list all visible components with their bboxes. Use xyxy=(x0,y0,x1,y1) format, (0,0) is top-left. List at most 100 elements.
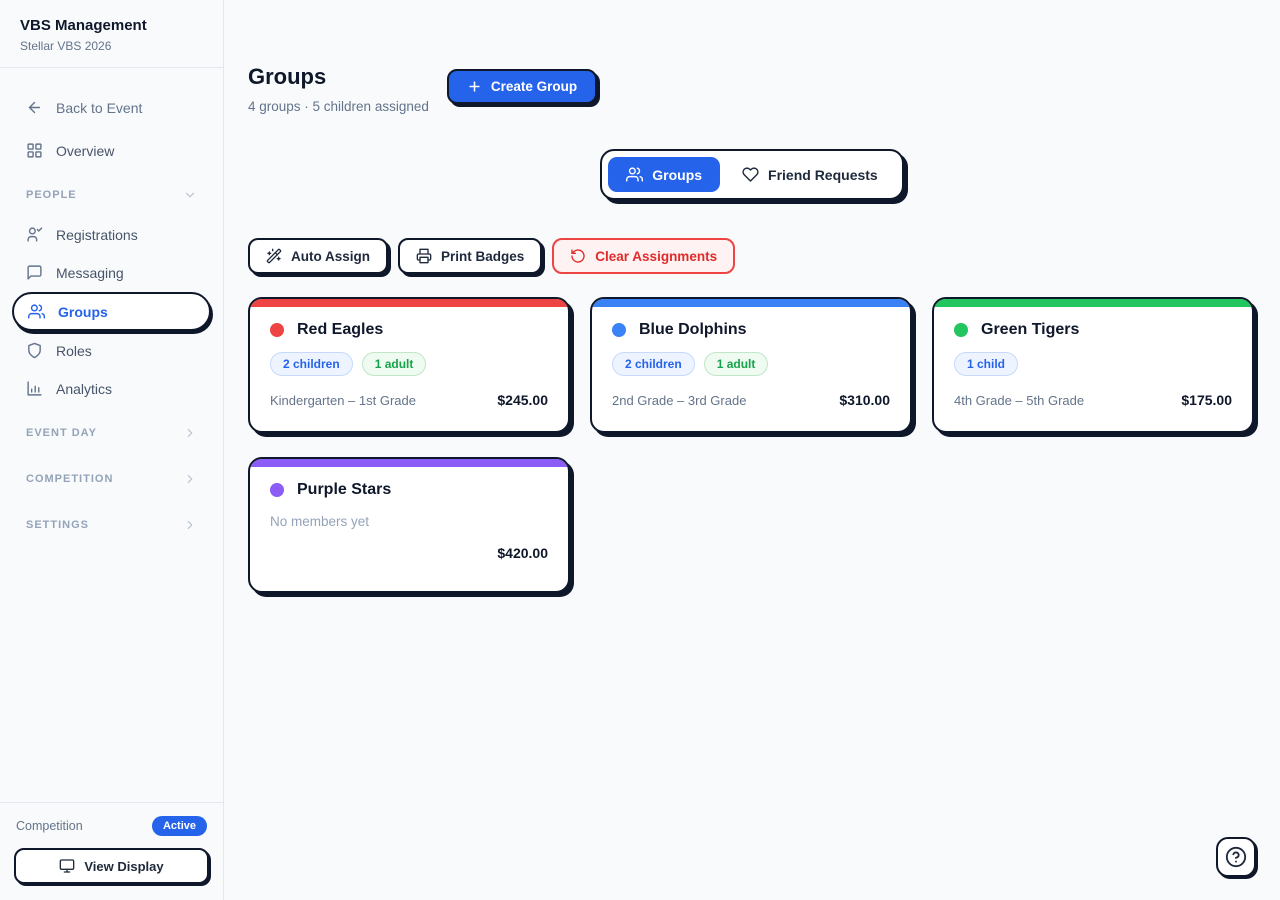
sidebar-section-people[interactable]: PEOPLE xyxy=(10,175,213,215)
back-to-event-label: Back to Event xyxy=(56,99,143,116)
print-badges-label: Print Badges xyxy=(441,248,525,264)
card-color-bar xyxy=(934,299,1252,307)
sidebar-item-label: Groups xyxy=(58,303,108,320)
view-display-label: View Display xyxy=(84,858,164,874)
sidebar-section-competition[interactable]: COMPETITION xyxy=(10,459,213,499)
sidebar-item-messaging[interactable]: Messaging xyxy=(12,254,211,291)
group-name: Green Tigers xyxy=(981,321,1080,338)
grade-range: Kindergarten – 1st Grade xyxy=(270,393,416,408)
users-icon xyxy=(28,303,45,320)
chevron-right-icon xyxy=(183,426,197,440)
sidebar-item-label: Registrations xyxy=(56,226,138,243)
group-card-red-eagles[interactable]: Red Eagles 2 children 1 adult Kindergart… xyxy=(248,297,570,433)
heart-icon xyxy=(742,166,759,183)
page-title-block: Groups 4 groups · 5 children assigned xyxy=(248,64,429,114)
children-count-badge: 2 children xyxy=(612,352,695,376)
page-title: Groups xyxy=(248,64,327,89)
sidebar-item-label: Analytics xyxy=(56,380,113,397)
layout-grid-icon xyxy=(26,142,43,159)
competition-status-row: Competition Active xyxy=(14,816,209,836)
sidebar-item-label: Messaging xyxy=(56,264,124,281)
app-subtitle: Stellar VBS 2026 xyxy=(20,39,112,53)
view-display-button[interactable]: View Display xyxy=(14,848,209,884)
group-color-dot xyxy=(270,483,284,497)
auto-assign-label: Auto Assign xyxy=(291,248,370,264)
sidebar-item-analytics[interactable]: Analytics xyxy=(12,370,211,407)
rotate-ccw-icon xyxy=(570,248,586,264)
print-badges-button[interactable]: Print Badges xyxy=(398,238,543,274)
card-color-bar xyxy=(250,459,568,467)
create-group-button[interactable]: Create Group xyxy=(446,69,598,104)
group-price: $245.00 xyxy=(497,392,548,408)
section-label: PEOPLE xyxy=(26,189,77,201)
section-label: SETTINGS xyxy=(26,519,90,531)
tab-friend-requests[interactable]: Friend Requests xyxy=(724,157,896,192)
competition-label: Competition xyxy=(16,819,83,833)
shield-icon xyxy=(26,342,43,359)
tabbar-wrap: Groups Friend Requests xyxy=(248,149,1256,200)
clear-assignments-button[interactable]: Clear Assignments xyxy=(552,238,736,274)
adult-count-badge: 1 adult xyxy=(703,352,769,376)
group-color-dot xyxy=(270,323,284,337)
chevron-down-icon xyxy=(183,188,197,202)
sidebar-item-groups[interactable]: Groups xyxy=(12,292,211,331)
sidebar-item-roles[interactable]: Roles xyxy=(12,332,211,369)
children-count-badge: 2 children xyxy=(270,352,353,376)
sidebar-item-label: Roles xyxy=(56,342,92,359)
card-color-bar xyxy=(250,299,568,307)
section-label: COMPETITION xyxy=(26,473,114,485)
plus-icon xyxy=(467,79,482,94)
sidebar-section-event-day[interactable]: EVENT DAY xyxy=(10,413,213,453)
sidebar-item-registrations[interactable]: Registrations xyxy=(12,216,211,253)
grade-range: 4th Grade – 5th Grade xyxy=(954,393,1085,408)
group-card-blue-dolphins[interactable]: Blue Dolphins 2 children 1 adult 2nd Gra… xyxy=(590,297,912,433)
auto-assign-button[interactable]: Auto Assign xyxy=(248,238,388,274)
tab-label: Friend Requests xyxy=(768,166,878,183)
children-count-badge: 1 child xyxy=(954,352,1019,376)
sidebar-nav: Back to Event Overview PEOPLE Registrati… xyxy=(0,68,223,545)
user-check-icon xyxy=(26,226,43,243)
monitor-icon xyxy=(59,858,75,874)
printer-icon xyxy=(416,248,432,264)
page-header: Groups 4 groups · 5 children assigned Cr… xyxy=(248,64,1256,114)
group-name: Red Eagles xyxy=(297,321,384,338)
group-color-dot xyxy=(612,323,626,337)
tab-groups[interactable]: Groups xyxy=(608,157,721,192)
sidebar-footer: Competition Active View Display xyxy=(0,802,223,900)
adult-count-badge: 1 adult xyxy=(361,352,427,376)
grade-range: 2nd Grade – 3rd Grade xyxy=(612,393,747,408)
back-to-event-link[interactable]: Back to Event xyxy=(12,89,211,126)
page-subtitle: 4 groups · 5 children assigned xyxy=(248,99,429,114)
bar-chart-icon xyxy=(26,380,43,397)
group-name: Blue Dolphins xyxy=(639,321,747,338)
group-card-green-tigers[interactable]: Green Tigers 1 child 4th Grade – 5th Gra… xyxy=(932,297,1254,433)
group-price: $175.00 xyxy=(1181,392,1232,408)
tabbar: Groups Friend Requests xyxy=(600,149,904,200)
group-price: $420.00 xyxy=(497,545,548,561)
arrow-left-icon xyxy=(26,99,43,116)
users-icon xyxy=(626,166,644,183)
message-square-icon xyxy=(26,264,43,281)
groups-grid: Red Eagles 2 children 1 adult Kindergart… xyxy=(248,297,1256,593)
clear-assignments-label: Clear Assignments xyxy=(595,248,718,264)
tab-label: Groups xyxy=(652,166,703,183)
group-color-dot xyxy=(954,323,968,337)
create-group-label: Create Group xyxy=(490,79,578,94)
chevron-right-icon xyxy=(183,472,197,486)
empty-members-text: No members yet xyxy=(270,514,370,529)
actions-row: Auto Assign Print Badges Clear Assignmen… xyxy=(248,238,1256,274)
sidebar-item-overview[interactable]: Overview xyxy=(12,132,211,169)
sidebar-header: VBS Management Stellar VBS 2026 xyxy=(0,0,223,68)
group-name: Purple Stars xyxy=(297,481,392,498)
status-badge: Active xyxy=(151,816,207,836)
sidebar: VBS Management Stellar VBS 2026 Back to … xyxy=(0,0,224,900)
sidebar-item-label: Overview xyxy=(56,142,115,159)
group-price: $310.00 xyxy=(839,392,890,408)
main-content: Groups 4 groups · 5 children assigned Cr… xyxy=(224,0,1280,900)
help-circle-icon xyxy=(1225,846,1247,868)
app-title: VBS Management xyxy=(20,17,147,34)
card-color-bar xyxy=(592,299,910,307)
group-card-purple-stars[interactable]: Purple Stars No members yet $420.00 xyxy=(248,457,570,593)
sidebar-section-settings[interactable]: SETTINGS xyxy=(10,505,213,545)
help-button[interactable] xyxy=(1216,837,1256,877)
